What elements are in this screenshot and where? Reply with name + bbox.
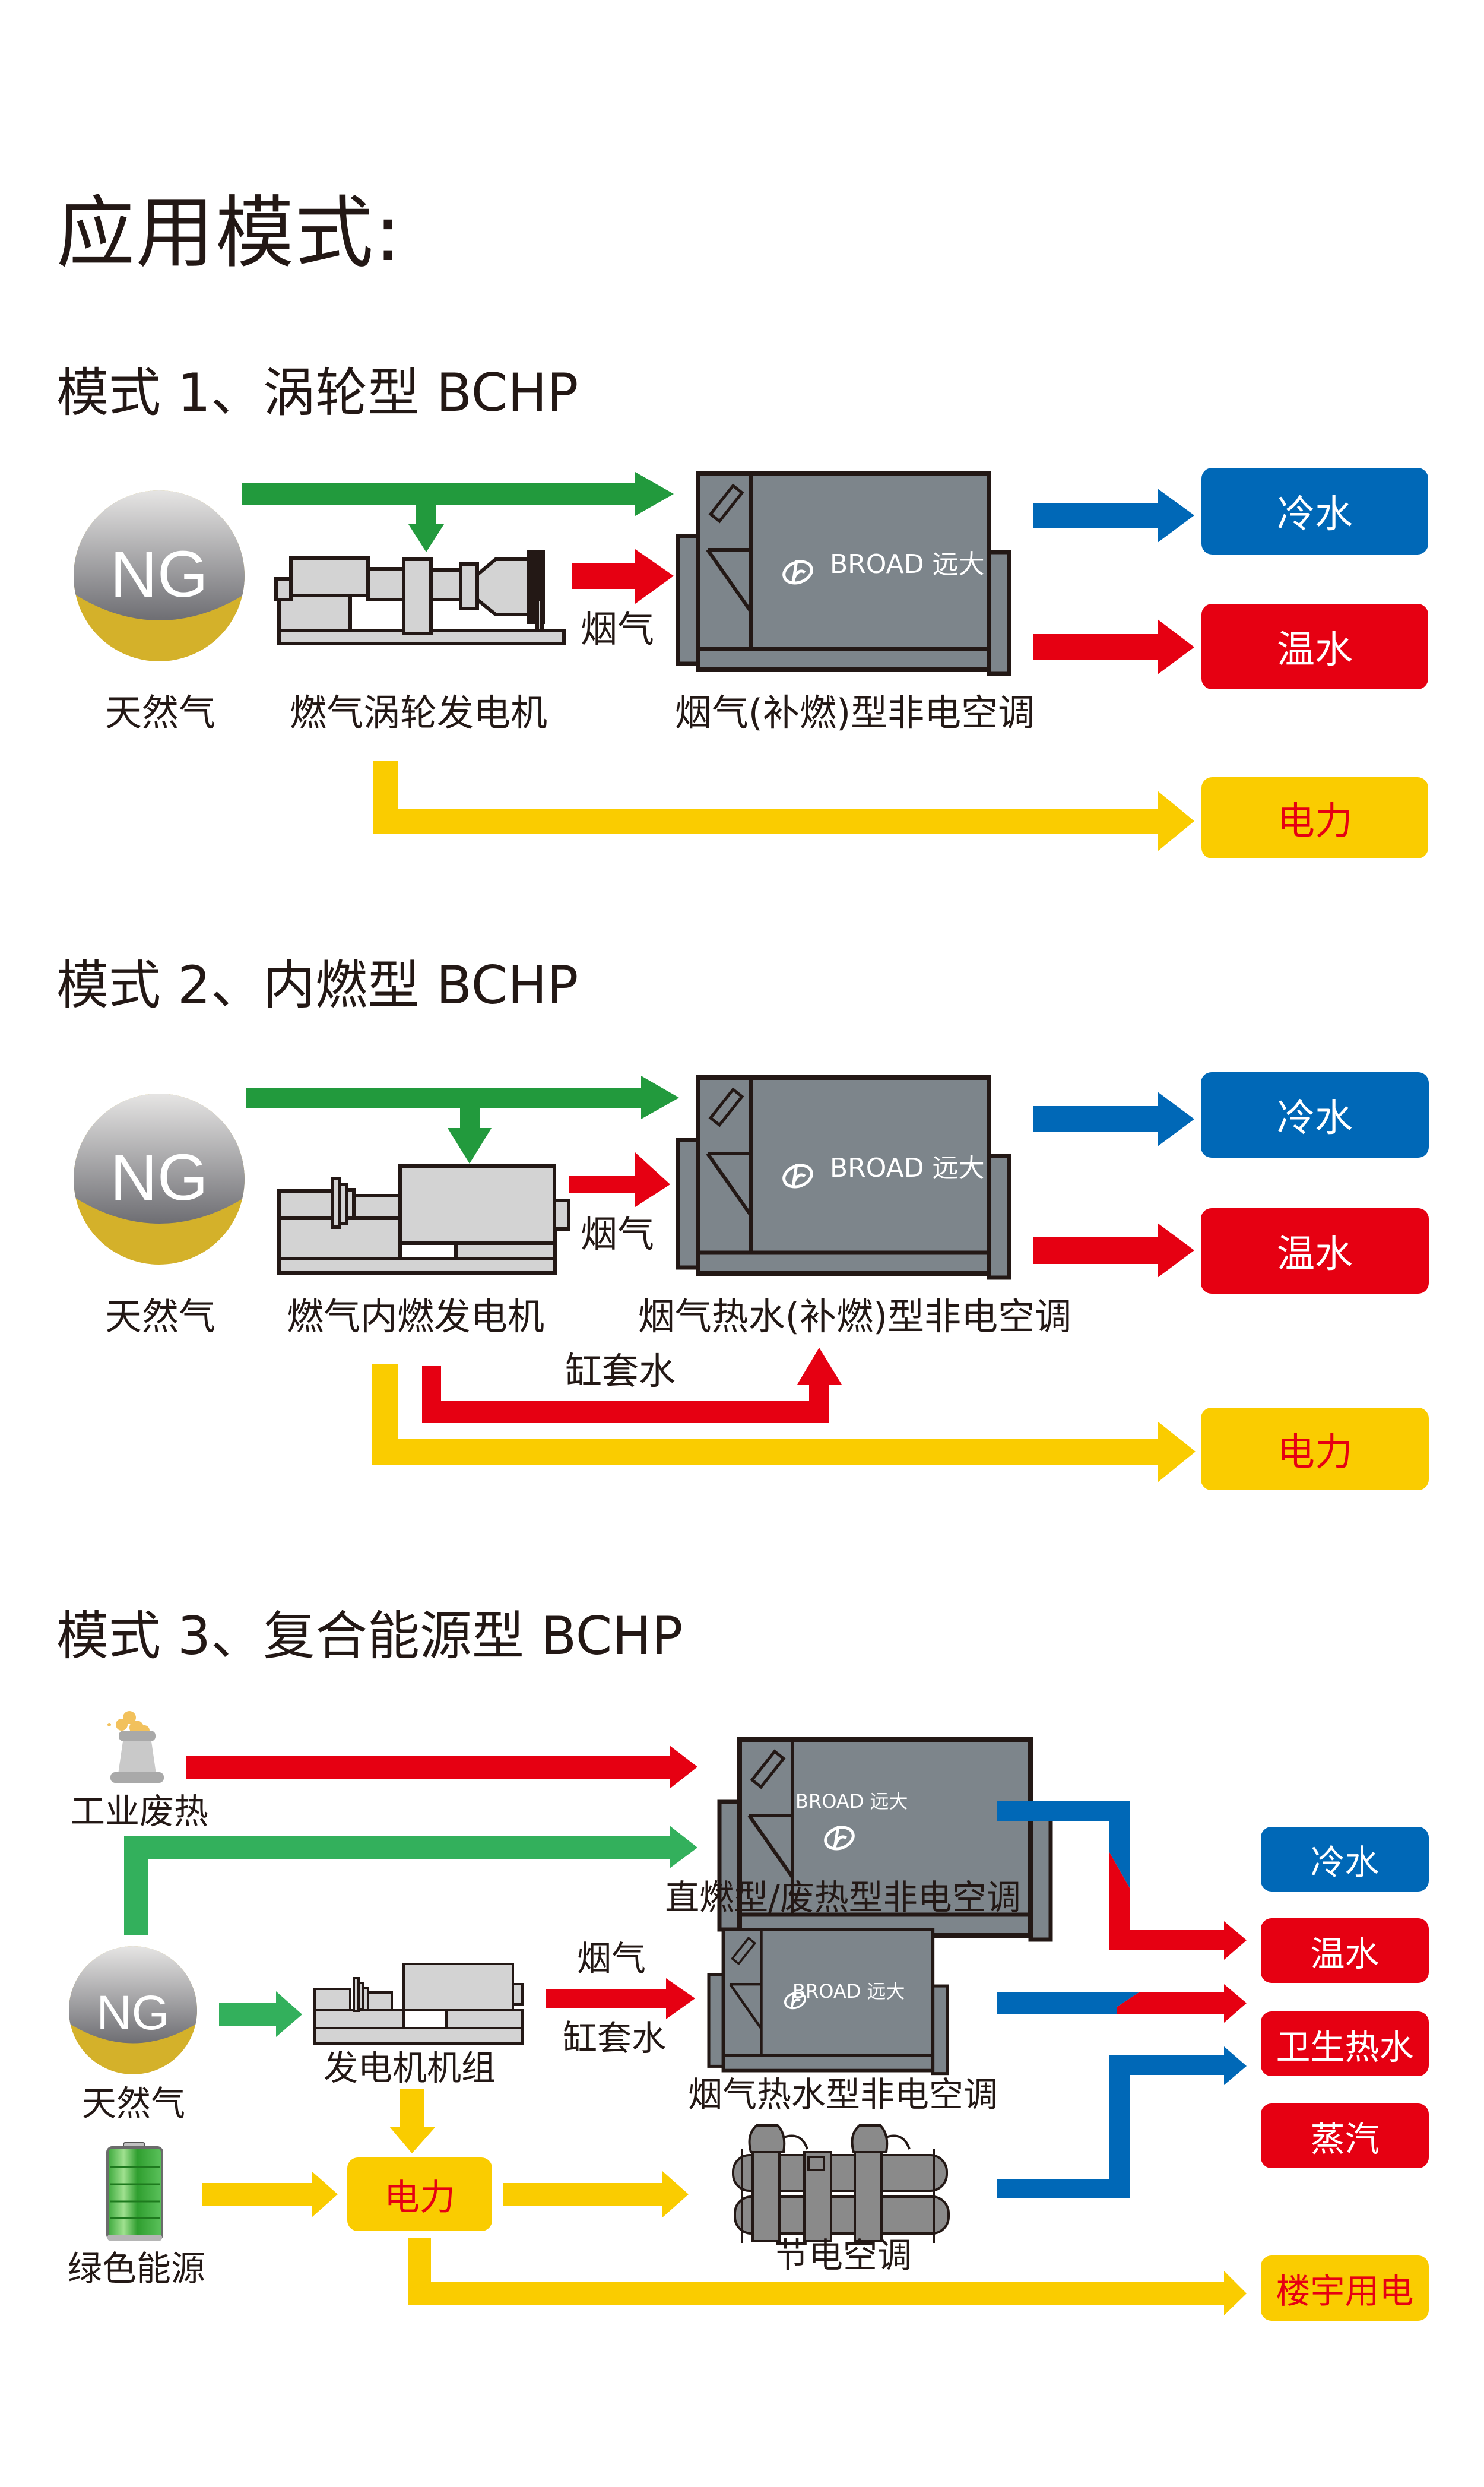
power-hub: 电力 <box>347 2157 492 2231</box>
gas-turbine-generator-icon <box>274 550 566 645</box>
output-chilled-water: 冷水 <box>1261 1827 1429 1892</box>
generator-set-icon <box>313 1963 524 2045</box>
centrifugal-chiller-icon <box>732 2124 950 2243</box>
ng-text: NG <box>97 1986 170 2040</box>
page-title: 应用模式: <box>56 188 402 279</box>
broad-logo-text: BROAD 远大 <box>792 1980 905 2003</box>
chiller2-pipe-blue <box>997 1992 1140 2014</box>
mode2-diagram: NG BROAD 远大 <box>74 1076 1196 1482</box>
warm-water-arrow <box>1033 1223 1194 1278</box>
gas-engine-generator-icon <box>277 1164 570 1275</box>
mode1-source-label: 天然气 <box>104 691 215 734</box>
output-chilled-water: 冷水 <box>1201 468 1428 555</box>
gas-to-generator-arrow <box>448 1108 492 1164</box>
building-power-arrow <box>408 2238 1247 2315</box>
chilled-water-arrow <box>1033 489 1194 543</box>
flue-gas-arrow <box>572 549 674 604</box>
ng-sphere-icon <box>74 1094 245 1265</box>
mode1-chiller-label: 烟气(补燃)型非电空调 <box>674 691 1035 734</box>
mode2-title: 模式 2、内燃型 BCHP <box>56 955 579 1016</box>
output-warm-water: 温水 <box>1201 604 1428 689</box>
output-electricity: 电力 <box>1201 1408 1429 1490</box>
generator-set-label: 发电机机组 <box>323 2048 496 2088</box>
chiller2-pipe-red-arrow <box>1117 1984 1247 2023</box>
gas-to-generator-arrow <box>408 505 444 552</box>
chilled-water-arrow <box>1033 1092 1194 1146</box>
gas-to-generator-arrow <box>219 1991 302 2037</box>
generator-to-power-arrow <box>389 2089 436 2153</box>
ng-text: NG <box>110 1141 208 1214</box>
flue-gas-arrow <box>569 1152 670 1207</box>
power-to-chiller-arrow <box>503 2171 689 2217</box>
ng-text: NG <box>110 538 208 611</box>
mode3-diagram: NG BROAD 远大 <box>69 1711 1247 2315</box>
warm-water-arrow <box>1033 619 1194 674</box>
mode1-generator-label: 燃气涡轮发电机 <box>289 691 547 734</box>
centrifugal-pipe-blue-arrow <box>997 2046 1247 2198</box>
flue-and-jacket-water-arrow <box>546 1978 695 2019</box>
gas-supply-arrow <box>124 1826 697 1935</box>
mode3-flue-label: 烟气 <box>576 1938 646 1979</box>
battery-icon <box>106 2142 163 2241</box>
natural-gas-label: 天然气 <box>81 2083 185 2124</box>
mode1-flue-label: 烟气 <box>580 607 654 651</box>
chimney-icon <box>107 1711 164 1783</box>
direct-fired-chiller-label: 直燃型/废热型非电空调 <box>665 1877 1021 1918</box>
electricity-arrow <box>372 1364 1196 1482</box>
output-electricity: 电力 <box>1201 777 1428 858</box>
gas-supply-arrow <box>242 472 674 516</box>
mode2-source-label: 天然气 <box>104 1295 215 1338</box>
flue-hot-water-chiller-label: 烟气热水型非电空调 <box>687 2074 998 2115</box>
mode2-chiller-label: 烟气热水(补燃)型非电空调 <box>638 1295 1072 1338</box>
waste-heat-label: 工业废热 <box>70 1791 208 1832</box>
output-chilled-water: 冷水 <box>1201 1072 1429 1158</box>
mode1-diagram: NG BROAD 远大 <box>74 472 1194 851</box>
ng-sphere-icon <box>69 1946 197 2074</box>
output-warm-water: 温水 <box>1261 1918 1429 1983</box>
mode3-title: 模式 3、复合能源型 BCHP <box>56 1605 683 1667</box>
chiller1-pipe-blue <box>997 1801 1130 1888</box>
power-saving-chiller-label: 节电空调 <box>773 2235 912 2276</box>
output-warm-water: 温水 <box>1201 1208 1429 1294</box>
output-steam: 蒸汽 <box>1261 2103 1429 2168</box>
green-energy-label: 绿色能源 <box>67 2248 205 2289</box>
jacket-water-arrow <box>422 1348 842 1423</box>
output-building-power: 楼宇用电 <box>1261 2255 1429 2321</box>
electricity-arrow <box>373 761 1194 851</box>
output-sanitary-hot-water: 卫生热水 <box>1261 2011 1429 2076</box>
chiller1-pipe-red-arrow <box>1109 1852 1247 1960</box>
mode3-jacket-water-label: 缸套水 <box>562 2018 666 2058</box>
mode1-title: 模式 1、涡轮型 BCHP <box>56 362 579 423</box>
mode2-generator-label: 燃气内燃发电机 <box>286 1295 544 1338</box>
gas-supply-arrow <box>246 1076 679 1119</box>
waste-heat-arrow <box>186 1745 697 1789</box>
broad-logo-text: BROAD 远大 <box>795 1790 908 1813</box>
broad-logo-text: BROAD 远大 <box>830 549 985 579</box>
broad-logo-text: BROAD 远大 <box>830 1153 985 1183</box>
mode2-flue-label: 烟气 <box>580 1212 654 1256</box>
ng-sphere-icon <box>74 490 245 661</box>
green-energy-arrow <box>202 2171 338 2217</box>
mode2-jacket-water-label: 缸套水 <box>565 1349 676 1393</box>
